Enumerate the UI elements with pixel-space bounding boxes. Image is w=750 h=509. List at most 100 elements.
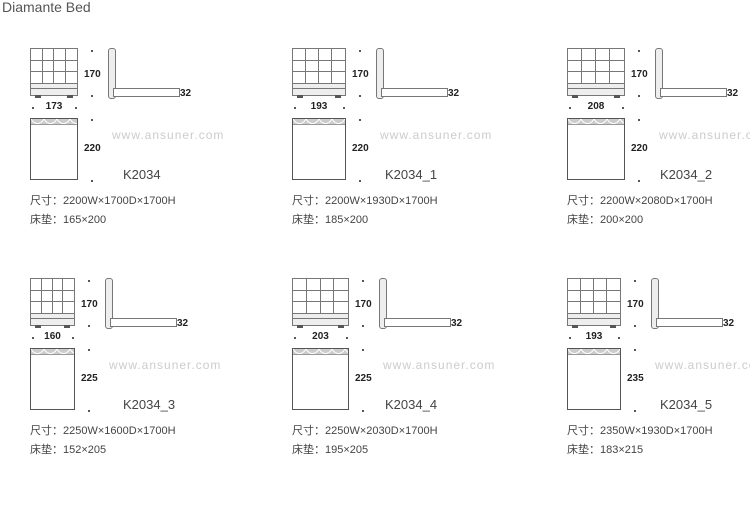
dimension-dot — [294, 107, 296, 109]
dimension-dot — [634, 349, 636, 351]
dimension-dot — [346, 337, 348, 339]
model-code: K2034_2 — [660, 167, 713, 182]
side-view-headboard — [108, 48, 116, 99]
model-code: K2034 — [123, 167, 161, 182]
front-view-drawing — [567, 278, 621, 328]
leg-height-label: 32 — [180, 88, 192, 99]
side-view-headboard — [655, 48, 663, 99]
bed-variant-k2034_2: 170 32 208 220 K2034_2 尺寸：2200W×2080D×17… — [567, 48, 750, 248]
top-view-drawing — [567, 348, 621, 410]
front-view-drawing — [30, 48, 78, 98]
top-view-drawing — [567, 118, 625, 180]
top-view-drawing — [30, 118, 78, 180]
side-view-headboard — [376, 48, 384, 99]
width-label: 203 — [312, 331, 329, 342]
size-spec: 尺寸：2200W×2080D×1700H — [567, 195, 713, 207]
dimension-dot — [362, 349, 364, 351]
side-view-base — [656, 318, 723, 327]
height-label: 170 — [81, 299, 98, 310]
dimension-dot — [359, 119, 361, 121]
dimension-dot — [91, 180, 93, 182]
watermark: www.ansuner.com — [659, 128, 750, 142]
height-label: 170 — [355, 299, 372, 310]
bed-variant-k2034_3: 170 32 160 225 K2034_3 尺寸：2250W×1600D×17… — [30, 278, 220, 478]
dimension-dot — [343, 107, 345, 109]
size-spec: 尺寸：2250W×2030D×1700H — [292, 425, 438, 437]
top-view-drawing — [292, 348, 349, 410]
dimension-dot — [294, 337, 296, 339]
page-title: Diamante Bed — [2, 0, 91, 15]
size-spec: 尺寸：2350W×1930D×1700H — [567, 425, 713, 437]
dimension-dot — [638, 119, 640, 121]
dimension-dot — [634, 325, 636, 327]
dimension-dot — [88, 325, 90, 327]
leg-height-label: 32 — [451, 318, 463, 329]
front-view-drawing — [292, 48, 346, 98]
dimension-dot — [362, 325, 364, 327]
length-label: 220 — [352, 143, 369, 154]
top-view-drawing — [292, 118, 346, 180]
dimension-dot — [359, 180, 361, 182]
mattress-spec: 床垫：165×200 — [30, 214, 107, 226]
dimension-dot — [88, 410, 90, 412]
width-label: 208 — [587, 101, 605, 112]
size-spec: 尺寸：2250W×1600D×1700H — [30, 425, 176, 437]
width-label: 173 — [45, 101, 63, 112]
bed-variant-k2034_1: 170 32 193 220 K2034_1 尺寸：2200W×1930D×17… — [292, 48, 491, 248]
leg-height-label: 32 — [177, 318, 189, 329]
watermark: www.ansuner.com — [655, 358, 750, 372]
bed-variant-k2034: 170 32 173 220 K2034 尺寸：2200W×1700D×1700… — [30, 48, 223, 248]
watermark: www.ansuner.com — [109, 358, 222, 372]
dimension-dot — [72, 337, 74, 339]
height-label: 170 — [631, 69, 648, 80]
length-label: 235 — [627, 373, 644, 384]
dimension-dot — [91, 119, 93, 121]
mattress-spec: 床垫：183×215 — [567, 444, 644, 456]
mattress-spec: 床垫：195×205 — [292, 444, 369, 456]
top-view-drawing — [30, 348, 75, 410]
front-view-drawing — [292, 278, 349, 328]
dimension-dot — [638, 50, 640, 52]
dimension-dot — [569, 337, 571, 339]
size-spec: 尺寸：2200W×1700D×1700H — [30, 195, 176, 207]
dimension-dot — [32, 107, 34, 109]
length-label: 220 — [631, 143, 648, 154]
watermark: www.ansuner.com — [380, 128, 493, 142]
leg-height-label: 32 — [723, 318, 735, 329]
bed-variant-k2034_4: 170 32 203 225 K2034_4 尺寸：2250W×2030D×17… — [292, 278, 494, 478]
mattress-spec: 床垫：152×205 — [30, 444, 107, 456]
side-view-base — [384, 318, 451, 327]
front-view-drawing — [30, 278, 75, 328]
model-code: K2034_5 — [660, 397, 713, 412]
length-label: 220 — [84, 143, 101, 154]
dimension-dot — [359, 95, 361, 97]
height-label: 170 — [352, 69, 369, 80]
dimension-dot — [634, 410, 636, 412]
leg-height-label: 32 — [727, 88, 739, 99]
width-label: 193 — [585, 331, 603, 342]
length-label: 225 — [355, 373, 372, 384]
width-label: 160 — [44, 331, 61, 342]
height-label: 170 — [84, 69, 101, 80]
mattress-spec: 床垫：185×200 — [292, 214, 369, 226]
model-code: K2034_1 — [385, 167, 438, 182]
model-code: K2034_4 — [385, 397, 438, 412]
side-view-base — [110, 318, 177, 327]
dimension-dot — [634, 280, 636, 282]
dimension-dot — [88, 280, 90, 282]
mattress-spec: 床垫：200×200 — [567, 214, 644, 226]
side-view-base — [381, 88, 448, 97]
height-label: 170 — [627, 299, 644, 310]
watermark: www.ansuner.com — [112, 128, 225, 142]
dimension-dot — [75, 107, 77, 109]
dimension-dot — [618, 337, 620, 339]
leg-height-label: 32 — [448, 88, 460, 99]
size-spec: 尺寸：2200W×1930D×1700H — [292, 195, 438, 207]
dimension-dot — [359, 50, 361, 52]
dimension-dot — [32, 337, 34, 339]
dimension-dot — [362, 280, 364, 282]
dimension-dot — [91, 50, 93, 52]
side-view-base — [113, 88, 180, 97]
watermark: www.ansuner.com — [383, 358, 496, 372]
side-view-base — [660, 88, 727, 97]
